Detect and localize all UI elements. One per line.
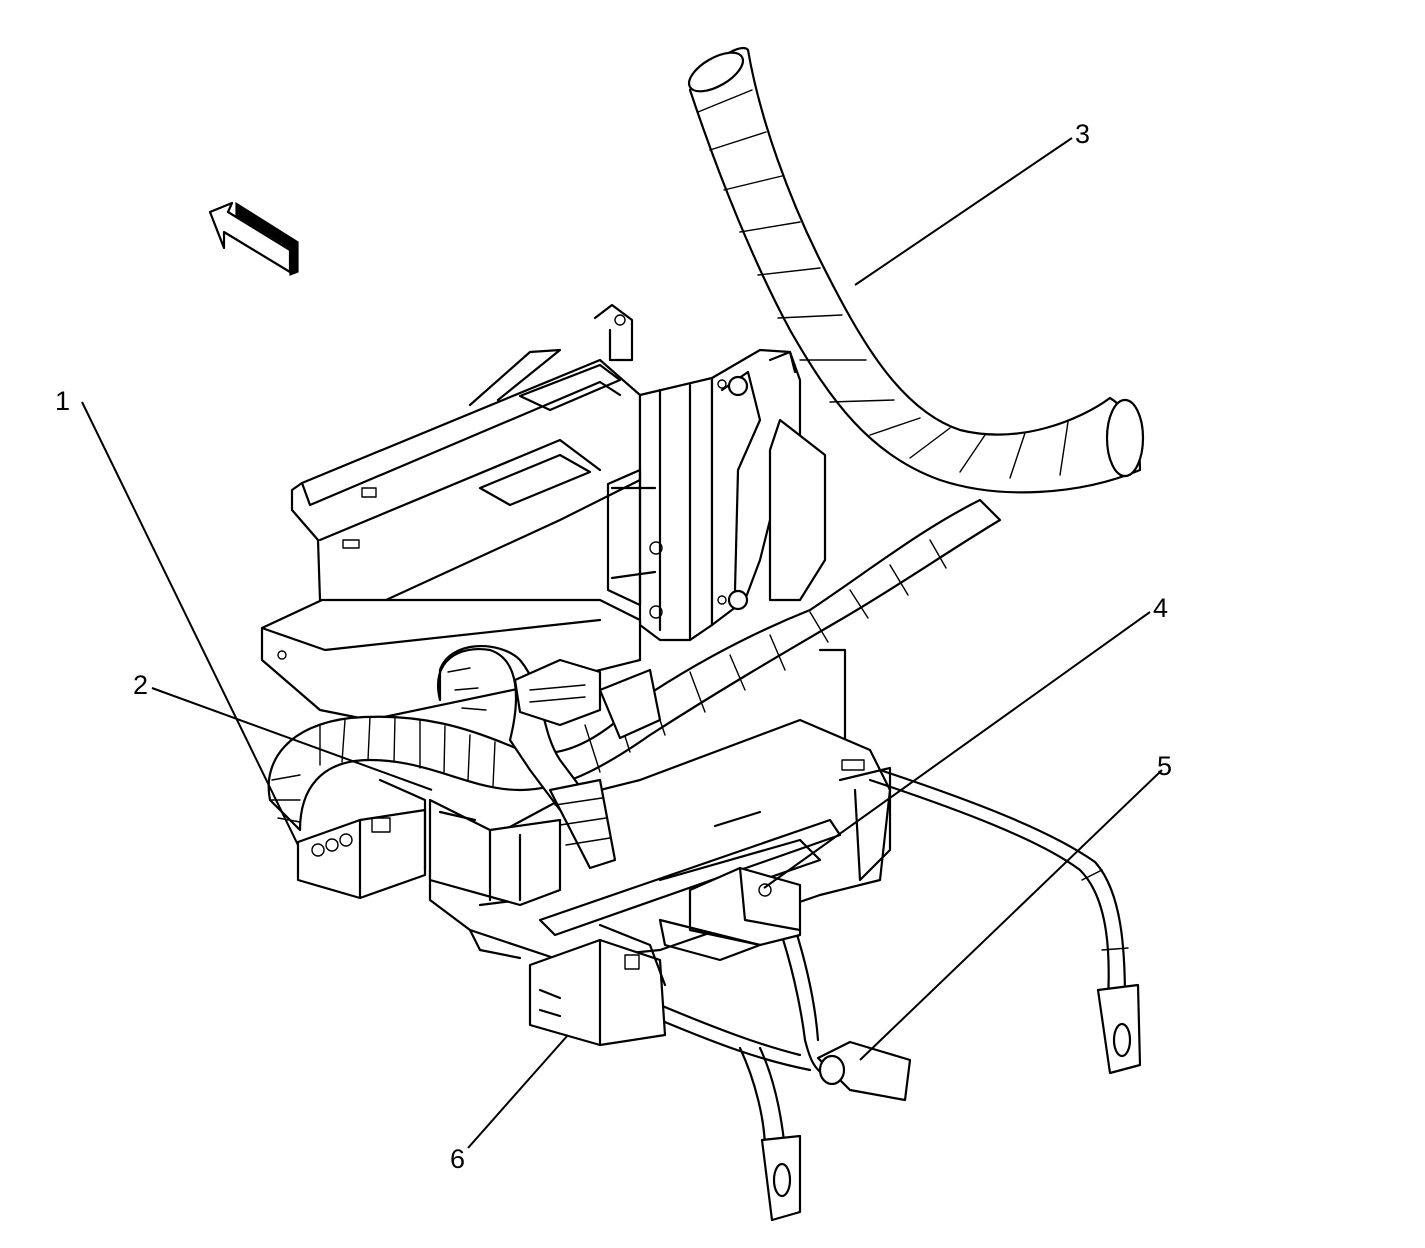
upper-wiring-harness [687,47,1145,494]
callout-labels: 1 2 3 4 5 6 [55,119,1172,1174]
connector-1 [296,778,427,900]
callout-2: 2 [133,670,148,700]
relay-block-6 [528,923,667,1047]
callout-5: 5 [1157,751,1172,781]
forward-arrow-icon [208,201,299,276]
callout-4: 4 [1153,593,1168,623]
callout-1: 1 [55,386,70,416]
main-wiring-harness [267,498,1002,870]
battery-cables [658,768,1142,1222]
module-housing [428,798,562,907]
junction-block-4 [658,866,802,962]
leader-lines [81,137,1163,1149]
callout-3: 3 [1075,119,1090,149]
callout-6: 6 [450,1144,465,1174]
